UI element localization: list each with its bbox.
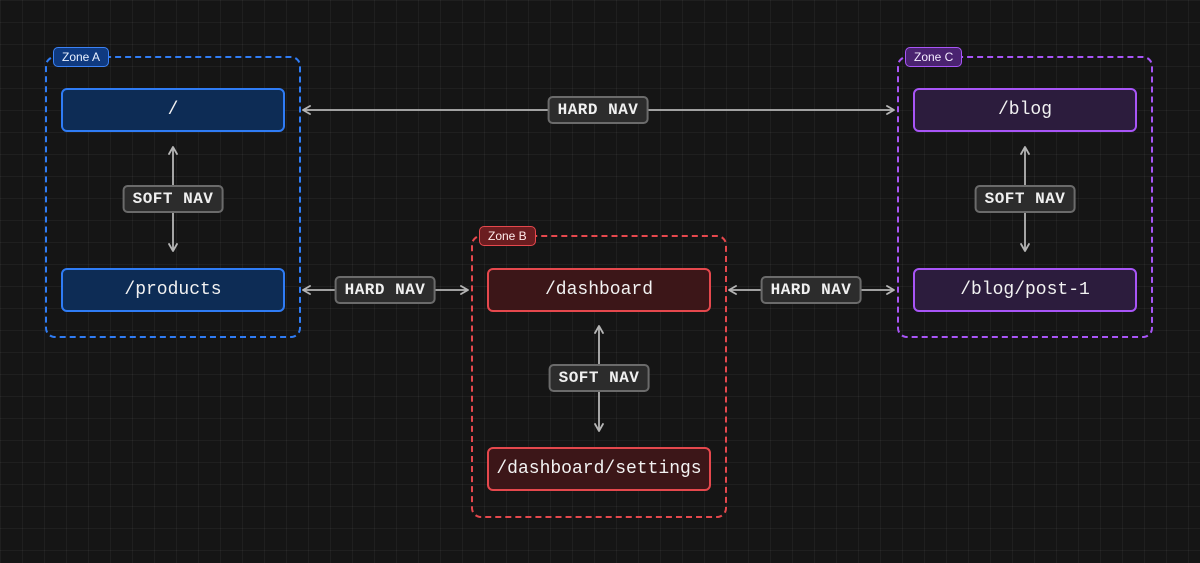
soft-nav-label-zone-a: SOFT NAV xyxy=(122,185,224,213)
soft-nav-label-zone-c: SOFT NAV xyxy=(974,185,1076,213)
hard-nav-label-root-blog: HARD NAV xyxy=(547,96,649,124)
hard-nav-label-products-dashboard: HARD NAV xyxy=(334,276,436,304)
route-blog[interactable]: /blog xyxy=(913,88,1137,132)
route-dashboard-settings[interactable]: /dashboard/settings xyxy=(487,447,711,491)
soft-nav-label-zone-b: SOFT NAV xyxy=(548,364,650,392)
zone-a-container: Zone A xyxy=(45,47,301,338)
zone-b-container: Zone B xyxy=(471,226,727,518)
route-root[interactable]: / xyxy=(61,88,285,132)
route-dashboard[interactable]: /dashboard xyxy=(487,268,711,312)
zone-c-tag: Zone C xyxy=(905,47,963,67)
zone-b-tag: Zone B xyxy=(479,226,536,246)
zone-a-tag: Zone A xyxy=(53,47,110,67)
hard-nav-label-dashboard-post: HARD NAV xyxy=(760,276,862,304)
route-blog-post-1[interactable]: /blog/post-1 xyxy=(913,268,1137,312)
zone-c-container: Zone C xyxy=(897,47,1153,338)
route-products[interactable]: /products xyxy=(61,268,285,312)
